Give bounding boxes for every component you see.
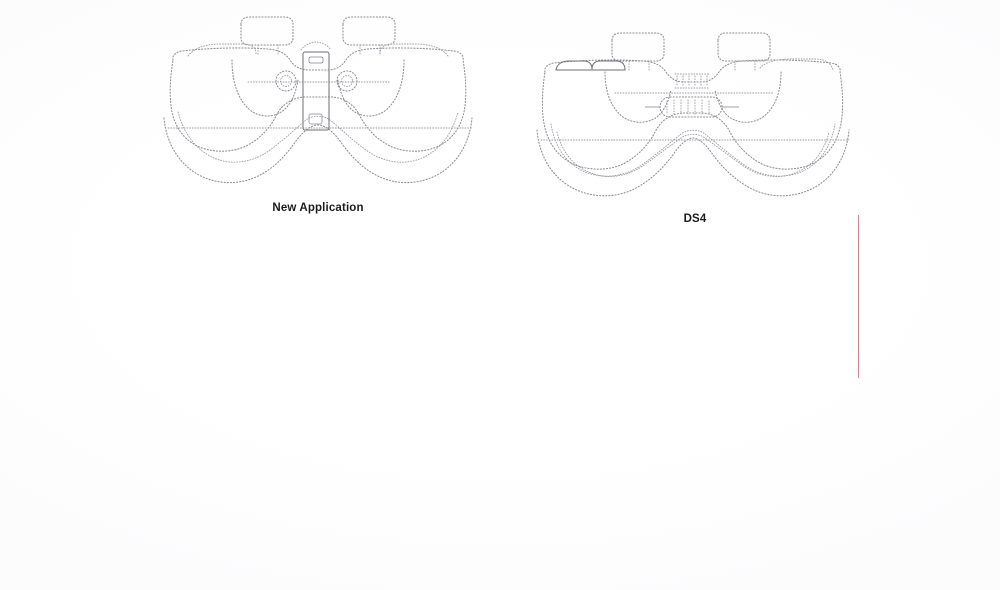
center-grille-detail-ds4: [674, 73, 710, 89]
right-face-panel-ds4: [714, 71, 782, 123]
right-bumper-ridge-ds4: [759, 58, 834, 71]
right-analog-stick-inner-new: [341, 75, 353, 87]
lightbar-top-detail-new: [308, 56, 324, 64]
left-trigger-stem-new: [257, 44, 279, 56]
lightbar-bottom-button-new: [308, 113, 323, 125]
figure-new-application: New Application: [128, 0, 508, 590]
controller-drawing-ds4: [536, 32, 850, 197]
left-analog-stick-new: [275, 70, 297, 92]
left-face-panel-new: [231, 59, 299, 117]
center-lightbar-strip-new: [302, 51, 330, 131]
grip-sweep-line-inner-ds4: [556, 131, 830, 177]
right-trigger-stem-ds4: [734, 60, 756, 71]
lightbar-top-cap-new: [300, 41, 332, 51]
left-bumper-ridge-new: [187, 43, 257, 57]
body-outline-new: [169, 47, 467, 152]
left-shoulder-trigger-new: [240, 16, 294, 46]
lower-grip-contour-new: [163, 117, 473, 184]
left-bumper-solid-ds4: [555, 60, 626, 71]
right-face-panel-new: [337, 59, 405, 117]
right-bumper-ridge-new: [379, 43, 449, 57]
left-analog-stick-inner-new: [280, 75, 292, 87]
left-shoulder-trigger-ds4: [611, 32, 665, 62]
right-shoulder-trigger-new: [342, 16, 396, 46]
grip-sweep-line-outer-ds4: [550, 123, 836, 177]
figure-ds4: DS4: [505, 0, 885, 590]
lower-grip-contour-ds4: [536, 129, 850, 197]
controller-drawing-new-application: [163, 16, 473, 184]
center-pill-connector-ds4: [645, 96, 739, 118]
vertical-reference-line: [858, 215, 859, 378]
left-face-panel-ds4: [604, 71, 672, 123]
body-outline-ds4: [541, 59, 844, 170]
left-trigger-stem-ds4: [628, 60, 650, 71]
right-shoulder-trigger-ds4: [717, 32, 771, 62]
right-analog-stick-new: [336, 70, 358, 92]
figure-caption-new-application: New Application: [272, 202, 364, 214]
figure-caption-ds4: DS4: [683, 213, 707, 225]
right-trigger-stem-new: [359, 44, 381, 56]
grip-sweep-line-new: [177, 111, 459, 163]
